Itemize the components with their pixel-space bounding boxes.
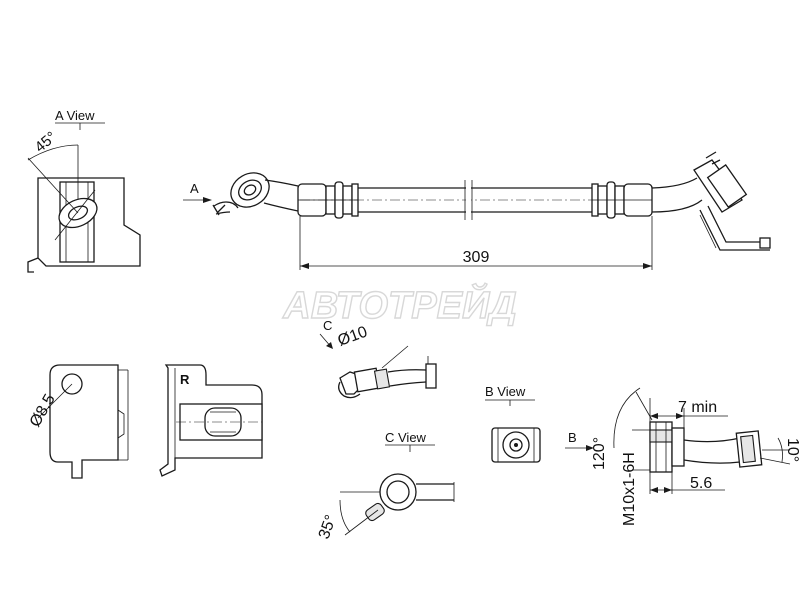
c-detail: C Ø10	[319, 318, 437, 399]
c-view-angle-label: 35°	[316, 513, 340, 542]
a-view-angle-label: 45°	[32, 128, 60, 156]
banjo-fitting	[212, 172, 299, 216]
min-length-label: 7 min	[678, 399, 717, 416]
b-view: B View	[485, 384, 541, 463]
bracket-side-view: R	[159, 364, 263, 477]
c-view-title: C View	[385, 430, 427, 445]
bracket-side-mark: R	[180, 372, 190, 387]
b-view-title: B View	[485, 384, 526, 399]
length-dimension: 309	[299, 216, 653, 270]
view-a-arrowhead	[203, 197, 212, 203]
b-marker: B	[568, 430, 577, 445]
fitting-diameter-label: Ø10	[336, 323, 370, 349]
right-ferrule	[591, 181, 653, 219]
hose-body	[300, 180, 650, 220]
a-view-title: A View	[55, 108, 95, 123]
c-marker: C	[323, 318, 332, 333]
flare-angle-label: 120°	[591, 437, 608, 470]
right-bracket-fitting	[651, 151, 771, 251]
bracket-front-view: Ø8.5	[27, 364, 129, 479]
bend-angle-label: 10°	[784, 438, 800, 462]
watermark: АВТОТРЕЙД	[282, 282, 516, 327]
view-a-marker: A	[190, 181, 199, 196]
a-view: A View 45°	[27, 108, 141, 273]
thread-depth-label: 5.6	[690, 475, 712, 492]
main-hose-assembly: A	[183, 151, 771, 270]
thread-end-detail: B 120° M10x1-6H 7 min 5.6	[565, 387, 800, 526]
length-label: 309	[463, 249, 490, 266]
c-view: C View 35°	[316, 430, 455, 542]
thread-spec-label: M10x1-6H	[621, 452, 638, 526]
